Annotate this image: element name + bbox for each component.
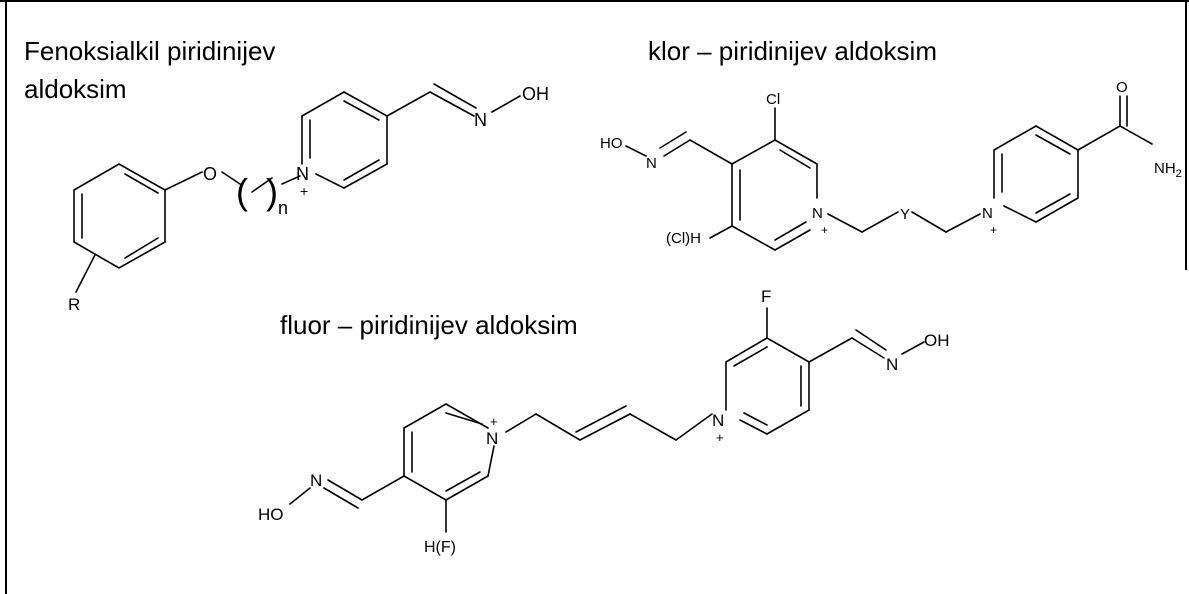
bond-CH2-Nleft (505, 413, 537, 433)
charge-plus1-chloro: + (821, 223, 828, 237)
atom-ring-N1-chloro: N (812, 205, 823, 222)
fluoro-structure: F N OH N + (258, 287, 950, 556)
bond-CH-N-chloro2 (659, 131, 687, 149)
bond-CH-CH-double2 (575, 405, 627, 433)
bond-N-OH-fluoro-top (901, 341, 925, 355)
bond-CH-N-double1 (429, 91, 475, 117)
bond-CH2-CH (629, 413, 677, 441)
bond-ring-CH (386, 91, 431, 117)
bond-ring-Camide (1077, 125, 1121, 151)
chloro-structure: Cl N HO (Cl)H N + Y (600, 79, 1182, 251)
bond-CH2-Y (861, 211, 899, 233)
bond-N1-CH2 (827, 213, 863, 233)
bond-ring-CH-fluoro-bottom (361, 475, 405, 501)
bond-C-NH2 (1119, 125, 1153, 145)
frame-left-border (5, 0, 7, 594)
atom-ClH: (Cl)H (666, 230, 701, 247)
atom-ring-N-fluoro-right: N (712, 411, 724, 430)
atom-oxime-N-fluoro-bottom: N (310, 471, 322, 490)
atom-HO-chloro: HO (600, 135, 623, 152)
bond-N-O-fluoro-bottom (289, 487, 311, 505)
atom-O-amide: O (1116, 79, 1128, 96)
bond-ring-CH-fluoro-top (808, 337, 853, 363)
frame-right-border (1185, 0, 1187, 270)
bond-ring-CH-chloro (689, 139, 733, 165)
caption-phenoxy-line2: aldoksim (24, 74, 127, 104)
frame-top-border (0, 0, 1189, 2)
atom-ring-N-fluoro-left: N (486, 429, 498, 448)
atom-HF: H(F) (424, 539, 456, 556)
bond-CH2-N2 (945, 213, 981, 233)
atom-NH2: NH2 (1154, 160, 1182, 180)
bond-CH-N-fluoro-top2 (855, 329, 887, 351)
atom-HO-fluoro-bottom: HO (258, 505, 284, 524)
bond-ring-ClH (709, 225, 733, 239)
bond-CH-N-chloro1 (663, 139, 691, 157)
bond-N-OH (491, 95, 521, 113)
bond-CH-N-fluoro-bottom1 (327, 479, 363, 501)
bond-CH-CH2-left (535, 413, 581, 441)
benzene-ring (73, 163, 166, 269)
paren-open: ( (236, 171, 248, 212)
atom-OH-fluoro-top: OH (924, 331, 950, 350)
bond-chain (251, 177, 273, 193)
bond-ring-R (75, 254, 96, 293)
subscript-n: n (278, 198, 288, 218)
atom-Y: Y (900, 206, 910, 223)
atom-N-phenoxy: N (296, 164, 309, 184)
bond-chain-N (281, 175, 301, 185)
bond-CH-N-fluoro-top1 (851, 337, 885, 359)
bond-Nright-CH2 (675, 413, 713, 441)
charge-plus-fluoro-right: + (716, 430, 724, 445)
charge-plus2-chloro: + (990, 223, 997, 237)
caption-fluoro: fluor – piridinijev aldoksim (280, 310, 578, 340)
caption-phenoxy-line1: Fenoksialkil piridinijev (24, 36, 276, 66)
chloro-pyridinium-ring (731, 139, 818, 251)
atom-R: R (68, 295, 80, 314)
atom-oxime-N-phenoxy: N (474, 110, 487, 130)
atom-Cl: Cl (766, 91, 780, 108)
atom-ring-N2-chloro: N (982, 205, 993, 222)
charge-plus-fluoro-left: + (490, 414, 498, 429)
pyridinium-ring-phenoxy (301, 91, 388, 189)
bond-ring-O (164, 171, 203, 191)
charge-plus-phenoxy: + (300, 183, 308, 199)
atom-oxime-N-chloro: N (646, 155, 657, 172)
bond-O-CH2 (221, 171, 241, 185)
bond-CH-CH-double1 (579, 413, 631, 441)
bond-CH-N-fluoro-bottom2 (323, 487, 359, 509)
fluoro-left-ring (403, 403, 495, 501)
bond-CH-N-double2 (433, 83, 477, 109)
atom-O: O (203, 164, 217, 184)
atom-OH-phenoxy: OH (522, 84, 549, 104)
bond-N-O-chloro (625, 145, 647, 157)
paren-close: ) (266, 171, 278, 212)
atom-F: F (761, 287, 771, 306)
carbamoyl-pyridinium-ring (993, 125, 1079, 223)
caption-chloro: klor – piridinijev aldoksim (648, 36, 937, 66)
phenoxy-structure: R O ( ) n N + (68, 83, 549, 314)
atom-oxime-N-fluoro-top: N (886, 355, 898, 374)
bond-Y-CH2 (911, 211, 947, 233)
fluoro-right-ring (725, 337, 810, 435)
